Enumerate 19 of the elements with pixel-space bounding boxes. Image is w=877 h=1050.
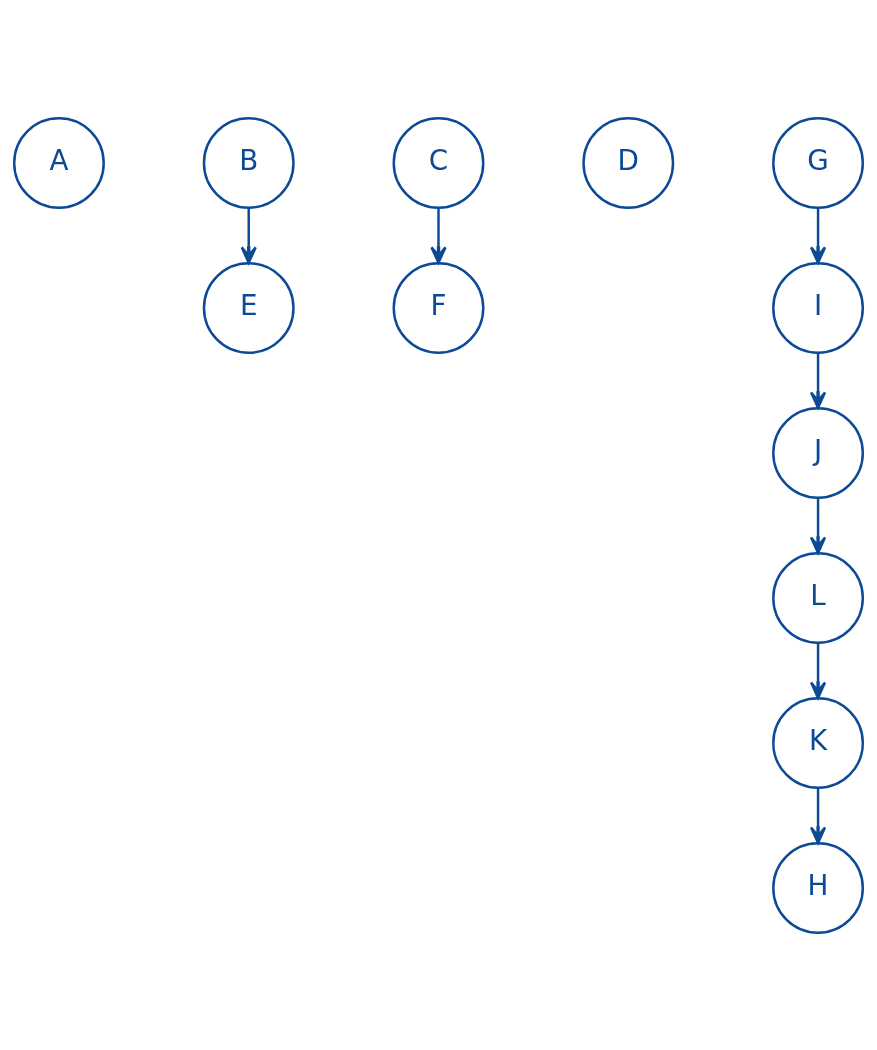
arrow bbox=[240, 207, 257, 264]
node-circle: D bbox=[582, 116, 675, 209]
node-circle: G bbox=[772, 116, 865, 209]
arrow bbox=[809, 352, 827, 409]
node-circle: F bbox=[392, 261, 485, 354]
node-circle: A bbox=[12, 116, 105, 209]
node-circle: E bbox=[202, 261, 295, 354]
node-circle: I bbox=[772, 261, 865, 354]
node-circle: L bbox=[772, 551, 865, 644]
arrow bbox=[809, 787, 827, 844]
arrow bbox=[809, 642, 827, 699]
node-circle: K bbox=[772, 696, 865, 789]
arrow bbox=[809, 497, 827, 554]
node-circle: C bbox=[392, 116, 485, 209]
node-circle: B bbox=[202, 116, 295, 209]
arrow bbox=[430, 207, 447, 264]
node-circle: H bbox=[772, 841, 865, 934]
node-circle: J bbox=[772, 406, 865, 499]
arrow bbox=[809, 207, 827, 264]
